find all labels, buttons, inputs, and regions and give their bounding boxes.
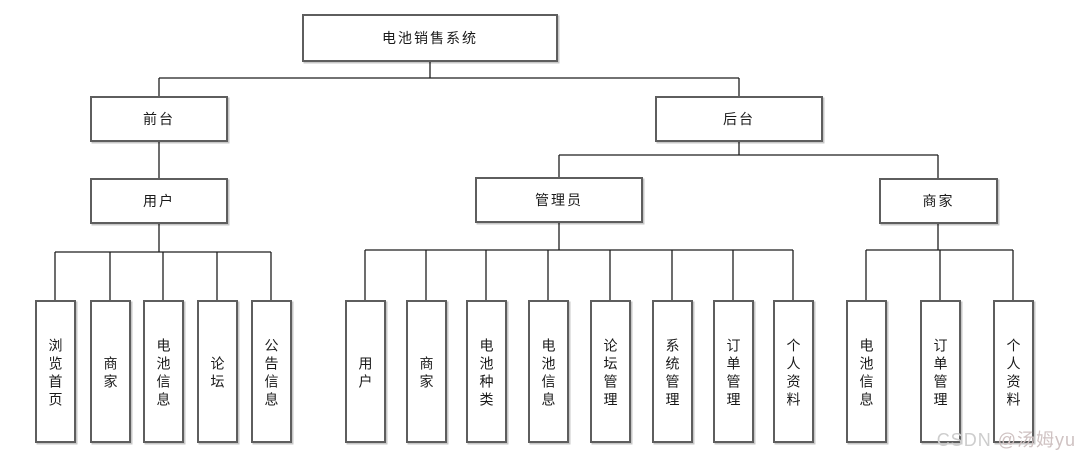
leaf-merchant-profile: 个人资料 [993,300,1034,443]
leaf-user-forum: 论坛 [197,300,238,443]
leaf-user-merchant: 商家 [90,300,131,443]
leaf-announcement-info: 公告信息 [251,300,292,443]
leaf-admin-battery-info: 电池信息 [528,300,569,443]
leaf-admin-merchant: 商家 [406,300,447,443]
leaf-merchant-order-management: 订单管理 [920,300,961,443]
node-backend: 后台 [655,96,823,142]
leaf-battery-category: 电池种类 [466,300,507,443]
node-root-battery-sales-system: 电池销售系统 [302,14,558,62]
node-user: 用户 [90,178,228,224]
leaf-system-management: 系统管理 [652,300,693,443]
node-frontend: 前台 [90,96,228,142]
leaf-forum-management: 论坛管理 [590,300,631,443]
leaf-admin-order-management: 订单管理 [713,300,754,443]
leaf-browse-homepage: 浏览首页 [35,300,76,443]
node-merchant: 商家 [879,178,998,224]
leaf-user-battery-info: 电池信息 [143,300,184,443]
leaf-admin-user: 用户 [345,300,386,443]
node-admin: 管理员 [475,177,643,223]
leaf-merchant-battery-info: 电池信息 [846,300,887,443]
leaf-admin-profile: 个人资料 [773,300,814,443]
